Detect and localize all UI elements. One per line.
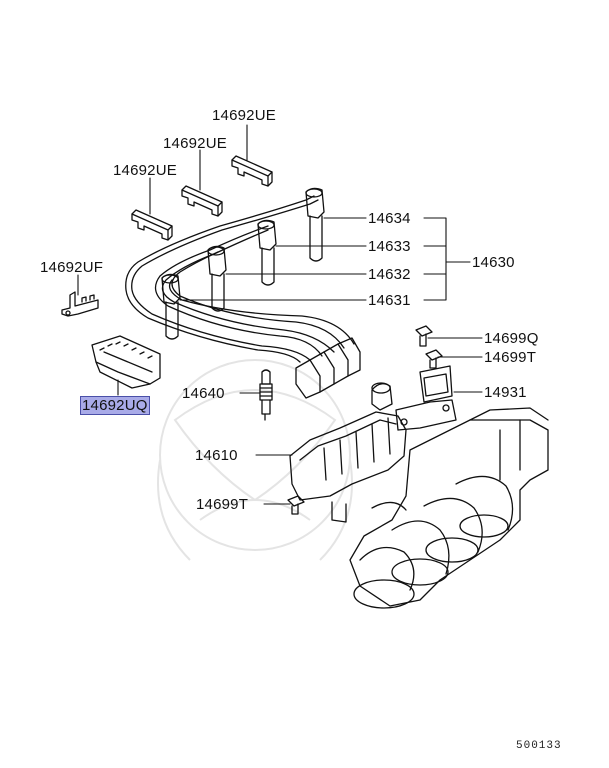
bracket-14931 (396, 366, 456, 430)
label-14633[interactable]: 14633 (368, 238, 411, 255)
label-14699t-lower[interactable]: 14699T (196, 496, 249, 513)
label-14630[interactable]: 14630 (472, 254, 515, 271)
bolt-14699t-lower (288, 496, 304, 514)
label-14692ue-mid[interactable]: 14692UE (163, 135, 227, 152)
label-14692uf[interactable]: 14692UF (40, 259, 104, 276)
bracket-14692uf (62, 292, 98, 316)
label-14640[interactable]: 14640 (182, 385, 225, 402)
coil-boots (296, 338, 360, 398)
label-14632[interactable]: 14632 (368, 266, 411, 283)
spark-plug-14640 (260, 370, 272, 420)
label-14699t-upper[interactable]: 14699T (484, 349, 537, 366)
plug-boot-14631 (162, 274, 180, 339)
plug-boot-14632 (208, 246, 226, 311)
label-14692ue-top[interactable]: 14692UE (212, 107, 276, 124)
plug-boot-14633 (258, 220, 276, 285)
intake-manifold (350, 408, 548, 608)
clip-14692ue-left (132, 210, 172, 240)
clip-14692ue-top (232, 156, 272, 186)
leader-lines (78, 125, 482, 504)
label-14631[interactable]: 14631 (368, 292, 411, 309)
ignition-coil-14610 (290, 383, 406, 522)
label-14931[interactable]: 14931 (484, 384, 527, 401)
clip-14692ue-mid (182, 186, 222, 216)
plug-wire-set-14630 (126, 196, 354, 362)
label-14610[interactable]: 14610 (195, 447, 238, 464)
bolt-14699q (416, 326, 432, 346)
plug-boot-14634 (306, 188, 324, 261)
diagram-code: 500133 (516, 740, 562, 752)
bolt-14699t-upper (426, 350, 442, 368)
label-14692uq-highlighted[interactable]: 14692UQ (80, 396, 150, 415)
label-14699q[interactable]: 14699Q (484, 330, 539, 347)
label-14634[interactable]: 14634 (368, 210, 411, 227)
holder-14692uq (92, 336, 160, 388)
label-14692ue-left[interactable]: 14692UE (113, 162, 177, 179)
